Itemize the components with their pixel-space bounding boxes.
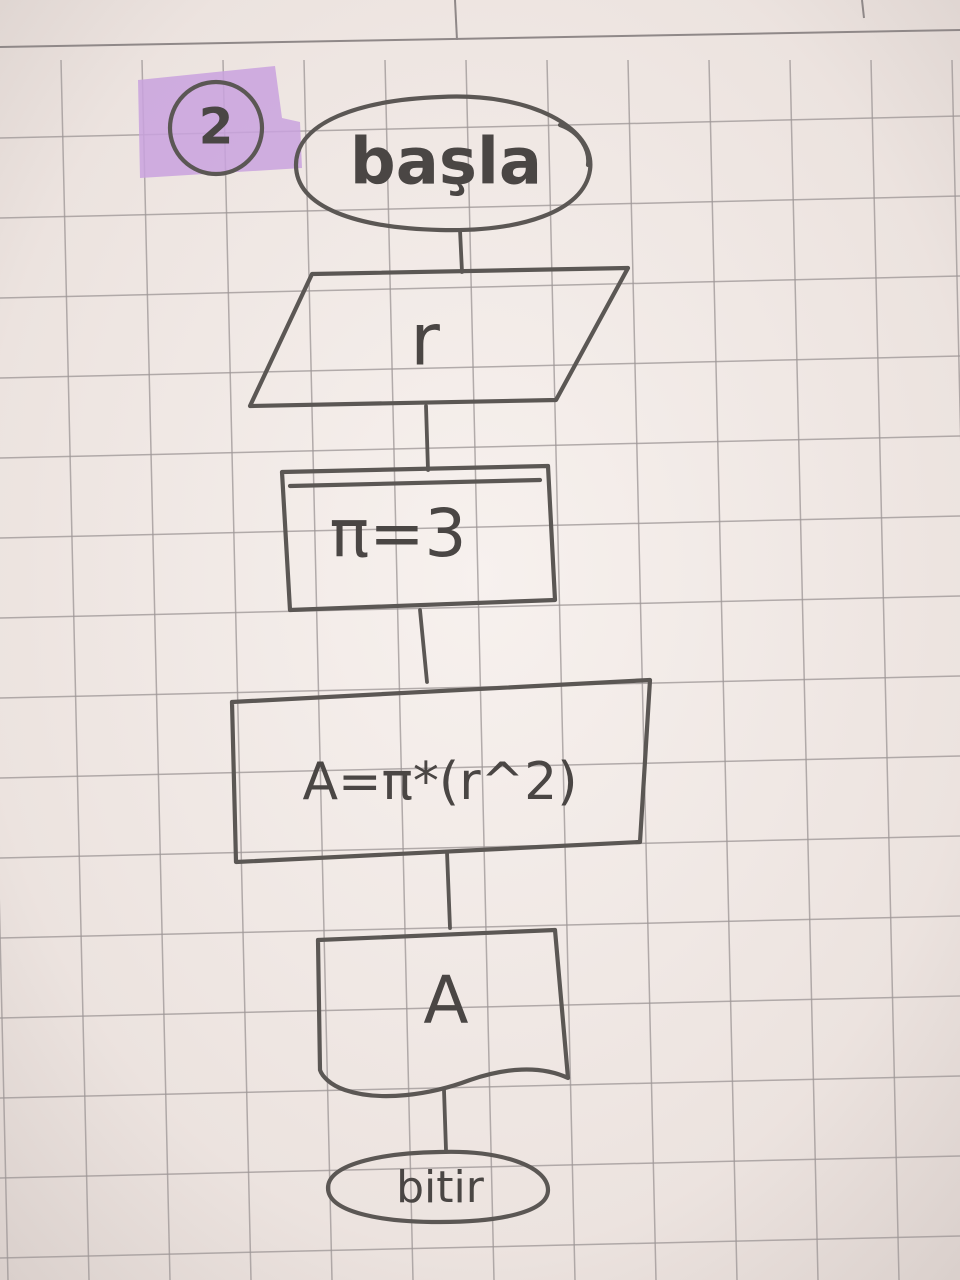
connector-input-process1 [424, 404, 430, 472]
grid-horizontal-line [0, 1155, 960, 1179]
output-label: A [423, 962, 468, 1039]
input-parallelogram [247, 265, 631, 409]
grid-horizontal-line [0, 435, 960, 459]
end-label: bitir [396, 1162, 485, 1213]
grid-horizontal-line [0, 195, 960, 219]
grid-vertical-line [546, 59, 576, 1280]
grid-horizontal-line [0, 1075, 960, 1099]
highlighter-mark [138, 66, 302, 178]
process2-box [229, 677, 653, 865]
top-rule [0, 29, 960, 48]
process1-box [279, 463, 558, 613]
grid-vertical-line [708, 59, 738, 1280]
grid-vertical-line [384, 59, 414, 1280]
connector-output-end [442, 1088, 448, 1152]
start-terminal-overstroke [557, 122, 591, 168]
connector-process1-process2 [418, 608, 429, 684]
problem-number-circle [167, 79, 265, 177]
grid-vertical-line [870, 59, 900, 1280]
grid-vertical-line [789, 59, 819, 1280]
process1-box-overstroke [287, 477, 543, 489]
start-label: başla [350, 126, 542, 200]
grid-horizontal-line [0, 915, 960, 939]
notebook-grid [0, 59, 960, 1280]
top-rule-vertical-right [861, 0, 865, 19]
end-terminal [325, 1149, 551, 1225]
connector-process2-output [445, 850, 452, 930]
grid-horizontal-line [0, 1235, 960, 1259]
connector-start-input [458, 228, 464, 274]
grid-vertical-line [465, 59, 495, 1280]
grid-vertical-line [951, 59, 960, 442]
grid-horizontal-line [0, 515, 960, 539]
process1-label: π=3 [329, 495, 466, 572]
grid-horizontal-line [0, 355, 960, 379]
problem-number: 2 [199, 98, 234, 156]
grid-horizontal-line [0, 755, 960, 779]
grid-vertical-line [303, 59, 333, 1280]
input-label: r [410, 298, 440, 382]
grid-vertical-line [141, 59, 171, 1280]
grid-horizontal-line [0, 835, 960, 859]
grid-vertical-line [222, 59, 252, 1280]
grid-vertical-line [627, 59, 657, 1280]
top-rule-vertical [454, 0, 458, 41]
process2-label: A=π*(r^2) [302, 752, 577, 812]
grid-horizontal-line [0, 995, 960, 1019]
grid-vertical-line [60, 59, 90, 1280]
grid-horizontal-line [0, 595, 960, 619]
grid-horizontal-line [0, 275, 960, 299]
grid-vertical-line [0, 898, 9, 1280]
output-document [315, 927, 571, 1099]
